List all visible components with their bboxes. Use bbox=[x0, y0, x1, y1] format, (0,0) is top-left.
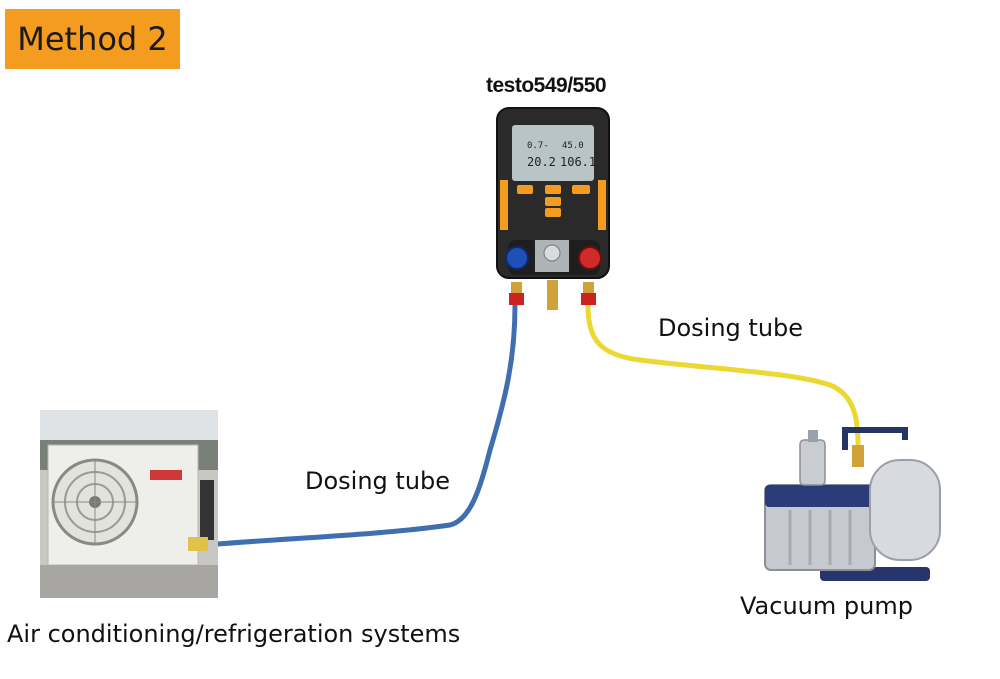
ac-unit-image bbox=[40, 410, 218, 598]
yellow-dosing-tube bbox=[585, 302, 861, 448]
device-model-label: testo549/550 bbox=[486, 74, 607, 97]
manifold-gauge: 0.7- 45.0 20.2 106.1 bbox=[496, 107, 610, 310]
display-bottom-reading: 20.2 bbox=[527, 155, 556, 169]
display-bottom-right-reading: 106.1 bbox=[560, 155, 596, 169]
blue-tube-label: Dosing tube bbox=[305, 467, 451, 495]
red-valve-knob bbox=[578, 246, 602, 270]
vacuum-pump-label: Vacuum pump bbox=[740, 592, 913, 620]
blue-dosing-tube bbox=[202, 302, 518, 548]
display-top-reading: 0.7- bbox=[527, 141, 549, 151]
ac-unit-label: Air conditioning/refrigeration systems bbox=[7, 620, 461, 648]
method-label: Method 2 bbox=[17, 20, 168, 58]
method-badge: Method 2 bbox=[5, 9, 180, 69]
mode-button-shape bbox=[572, 185, 590, 194]
vacuum-pump-image bbox=[764, 427, 941, 581]
gauge-display bbox=[512, 125, 594, 181]
blue-valve-knob bbox=[505, 246, 529, 270]
display-top-right-reading: 45.0 bbox=[562, 141, 584, 151]
yellow-tube-label: Dosing tube bbox=[658, 314, 804, 342]
set-button-shape bbox=[517, 185, 533, 194]
